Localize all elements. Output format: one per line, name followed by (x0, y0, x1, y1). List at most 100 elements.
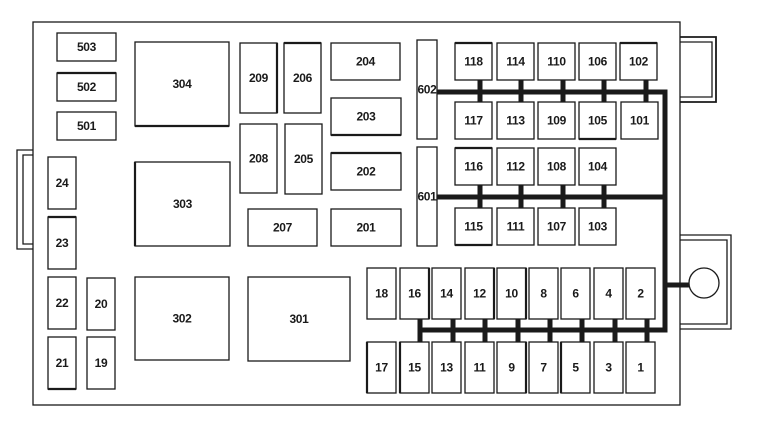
component-box (578, 101, 617, 140)
component-label: 11 (473, 361, 486, 375)
component-box (593, 341, 624, 394)
component-box (416, 39, 438, 140)
component-304: 304 (134, 41, 230, 128)
component-box (537, 147, 576, 186)
component-label: 102 (629, 55, 649, 69)
component-label: 13 (440, 361, 453, 375)
component-box (528, 341, 559, 394)
component-116: 116 (454, 146, 493, 186)
component-label: 6 (572, 287, 579, 301)
component-21: 21 (47, 336, 77, 391)
component-9: 9 (496, 341, 528, 394)
component-label: 116 (464, 160, 483, 174)
component-box (47, 156, 77, 210)
right-top-connector-inner (680, 41, 713, 98)
right-top-connector-outer (680, 36, 717, 103)
component-106: 106 (578, 42, 617, 81)
component-label: 202 (356, 165, 376, 179)
component-203: 203 (330, 97, 402, 137)
component-box (330, 208, 402, 247)
component-box (625, 341, 656, 394)
component-box (47, 336, 77, 390)
component-box (496, 147, 535, 186)
component-label: 602 (417, 83, 437, 97)
component-box (134, 161, 231, 247)
component-label: 201 (356, 221, 376, 235)
component-label: 113 (506, 114, 525, 128)
component-box (86, 336, 116, 390)
component-label: 2 (637, 287, 644, 301)
component-22: 22 (47, 276, 77, 330)
component-16: 16 (399, 267, 431, 320)
component-label: 501 (77, 119, 97, 133)
component-box (560, 267, 591, 320)
component-box (454, 101, 493, 140)
component-label: 24 (56, 176, 69, 190)
housing (16, 21, 732, 406)
component-label: 110 (547, 55, 566, 69)
component-5: 5 (559, 341, 591, 394)
component-box (620, 101, 659, 140)
component-label: 21 (56, 356, 69, 370)
component-303: 303 (133, 161, 231, 247)
component-110: 110 (537, 42, 576, 81)
component-201: 201 (330, 208, 402, 247)
component-12: 12 (464, 267, 496, 320)
component-box (247, 208, 318, 247)
main-bus-bar (437, 89, 689, 288)
component-label: 18 (375, 287, 388, 301)
component-label: 207 (273, 221, 293, 235)
component-label: 5 (572, 361, 579, 375)
component-17: 17 (365, 341, 397, 394)
component-20: 20 (86, 277, 116, 331)
component-box (537, 207, 576, 246)
left-connector-outer (16, 149, 33, 250)
component-label: 22 (56, 296, 69, 310)
component-box (496, 42, 535, 81)
component-301: 301 (247, 276, 351, 362)
component-103: 103 (578, 207, 617, 246)
component-box (47, 276, 77, 330)
component-box (537, 101, 576, 140)
component-box (528, 267, 559, 320)
component-24: 24 (47, 156, 77, 210)
component-box (537, 42, 576, 81)
component-label: 503 (77, 40, 97, 54)
component-202: 202 (330, 151, 402, 191)
component-box (134, 276, 230, 361)
component-label: 16 (408, 287, 421, 301)
component-label: 302 (172, 312, 192, 326)
component-box (247, 276, 351, 362)
left-connector-inner (22, 154, 33, 245)
component-label: 209 (249, 71, 269, 85)
component-label: 114 (506, 55, 525, 69)
component-label: 205 (294, 152, 314, 166)
component-label: 14 (440, 287, 453, 301)
component-label: 17 (375, 361, 388, 375)
component-box (496, 267, 527, 320)
component-18: 18 (366, 267, 397, 320)
component-label: 104 (588, 160, 608, 174)
component-102: 102 (619, 41, 658, 81)
component-209: 209 (239, 42, 279, 114)
component-4: 4 (593, 267, 624, 320)
component-box (496, 207, 535, 246)
component-box (330, 42, 401, 81)
component-204: 204 (330, 42, 401, 81)
bus-stubs (417, 80, 650, 342)
component-label: 109 (547, 114, 567, 128)
component-label: 107 (547, 220, 567, 234)
component-label: 19 (95, 356, 108, 370)
component-104: 104 (578, 147, 617, 186)
component-box (239, 123, 278, 194)
component-10: 10 (496, 267, 528, 320)
component-101: 101 (620, 101, 659, 140)
component-602: 602 (416, 39, 438, 140)
component-box (416, 146, 438, 247)
component-302: 302 (134, 276, 230, 361)
component-15: 15 (398, 341, 430, 394)
component-3: 3 (593, 341, 624, 394)
component-box (619, 42, 658, 81)
component-label: 301 (289, 312, 309, 326)
component-206: 206 (283, 41, 322, 114)
